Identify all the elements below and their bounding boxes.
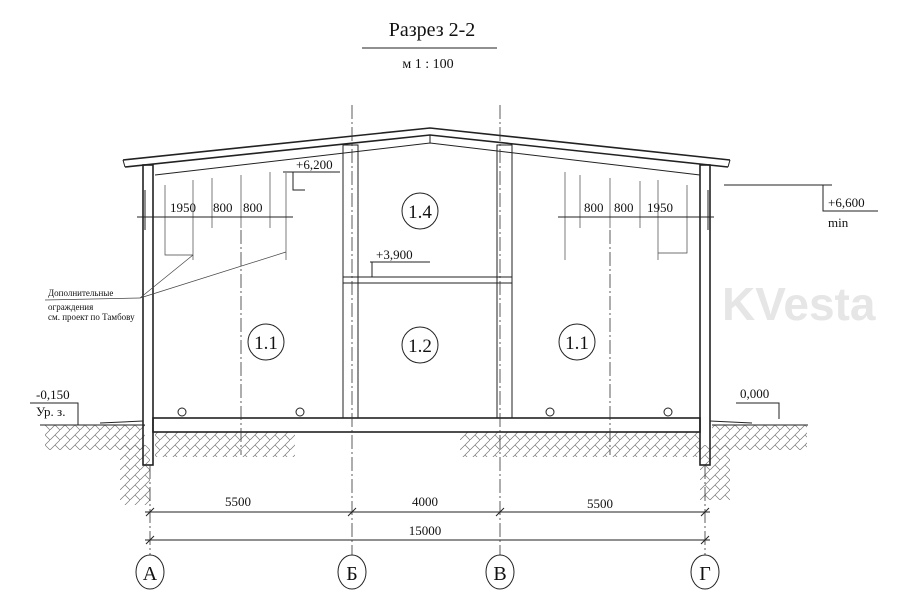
svg-text:1950: 1950 — [647, 200, 673, 215]
room-markers: 1.4 1.1 1.2 1.1 — [247, 192, 596, 364]
axis-label: А — [143, 563, 158, 585]
svg-text:800: 800 — [614, 200, 634, 215]
level-ridge: +6,600 — [828, 195, 865, 210]
room-label: 1.1 — [254, 333, 278, 354]
svg-text:800: 800 — [213, 200, 233, 215]
walls — [99, 144, 753, 466]
svg-text:Дополнительные: Дополнительные — [48, 288, 113, 298]
truss-dimensions: 1950 800 800 800 800 1950 — [170, 200, 673, 215]
axis-lines — [149, 105, 706, 555]
level-mezzanine: +3,900 — [376, 247, 413, 262]
roof — [122, 127, 731, 176]
room-label: 1.2 — [408, 336, 432, 357]
dim-span: 5500 — [225, 494, 251, 509]
svg-text:ограждения: ограждения — [48, 302, 93, 312]
room-label: 1.4 — [408, 202, 432, 223]
floor-slab — [152, 417, 701, 433]
watermark-logo: KVesta — [722, 278, 876, 330]
drawing-title: Разрез 2-2 — [389, 19, 476, 41]
level-marks: +6,200 +3,900 +6,600 min -0,150 Ур. з. 0… — [30, 157, 878, 425]
axis-label: Б — [346, 563, 357, 585]
fence-note: Дополнительные ограждения см. проект по … — [48, 288, 135, 322]
svg-text:см. проект по Тамбову: см. проект по Тамбову — [48, 312, 135, 322]
level-ground: -0,150 — [36, 387, 70, 402]
lamps — [177, 407, 673, 417]
ground-hatch — [40, 424, 808, 505]
level-eave: +6,200 — [296, 157, 333, 172]
axis-label: Г — [699, 563, 711, 585]
level-floor: 0,000 — [740, 386, 769, 401]
svg-text:800: 800 — [243, 200, 263, 215]
dim-total: 15000 — [409, 523, 442, 538]
ground-label: Ур. з. — [36, 404, 65, 419]
dimension-lines: 5500 4000 5500 15000 — [145, 494, 710, 545]
mezzanine-slab — [342, 276, 513, 284]
dim-span: 4000 — [412, 494, 438, 509]
svg-text:1950: 1950 — [170, 200, 196, 215]
axis-bubbles: А Б В Г — [135, 554, 720, 590]
dim-span: 5500 — [587, 496, 613, 511]
level-ridge-note: min — [828, 215, 849, 230]
room-label: 1.1 — [565, 333, 589, 354]
axis-label: В — [493, 563, 506, 585]
drawing-scale: м 1 : 100 — [402, 57, 453, 72]
ceiling-structure — [44, 172, 714, 301]
svg-text:800: 800 — [584, 200, 604, 215]
